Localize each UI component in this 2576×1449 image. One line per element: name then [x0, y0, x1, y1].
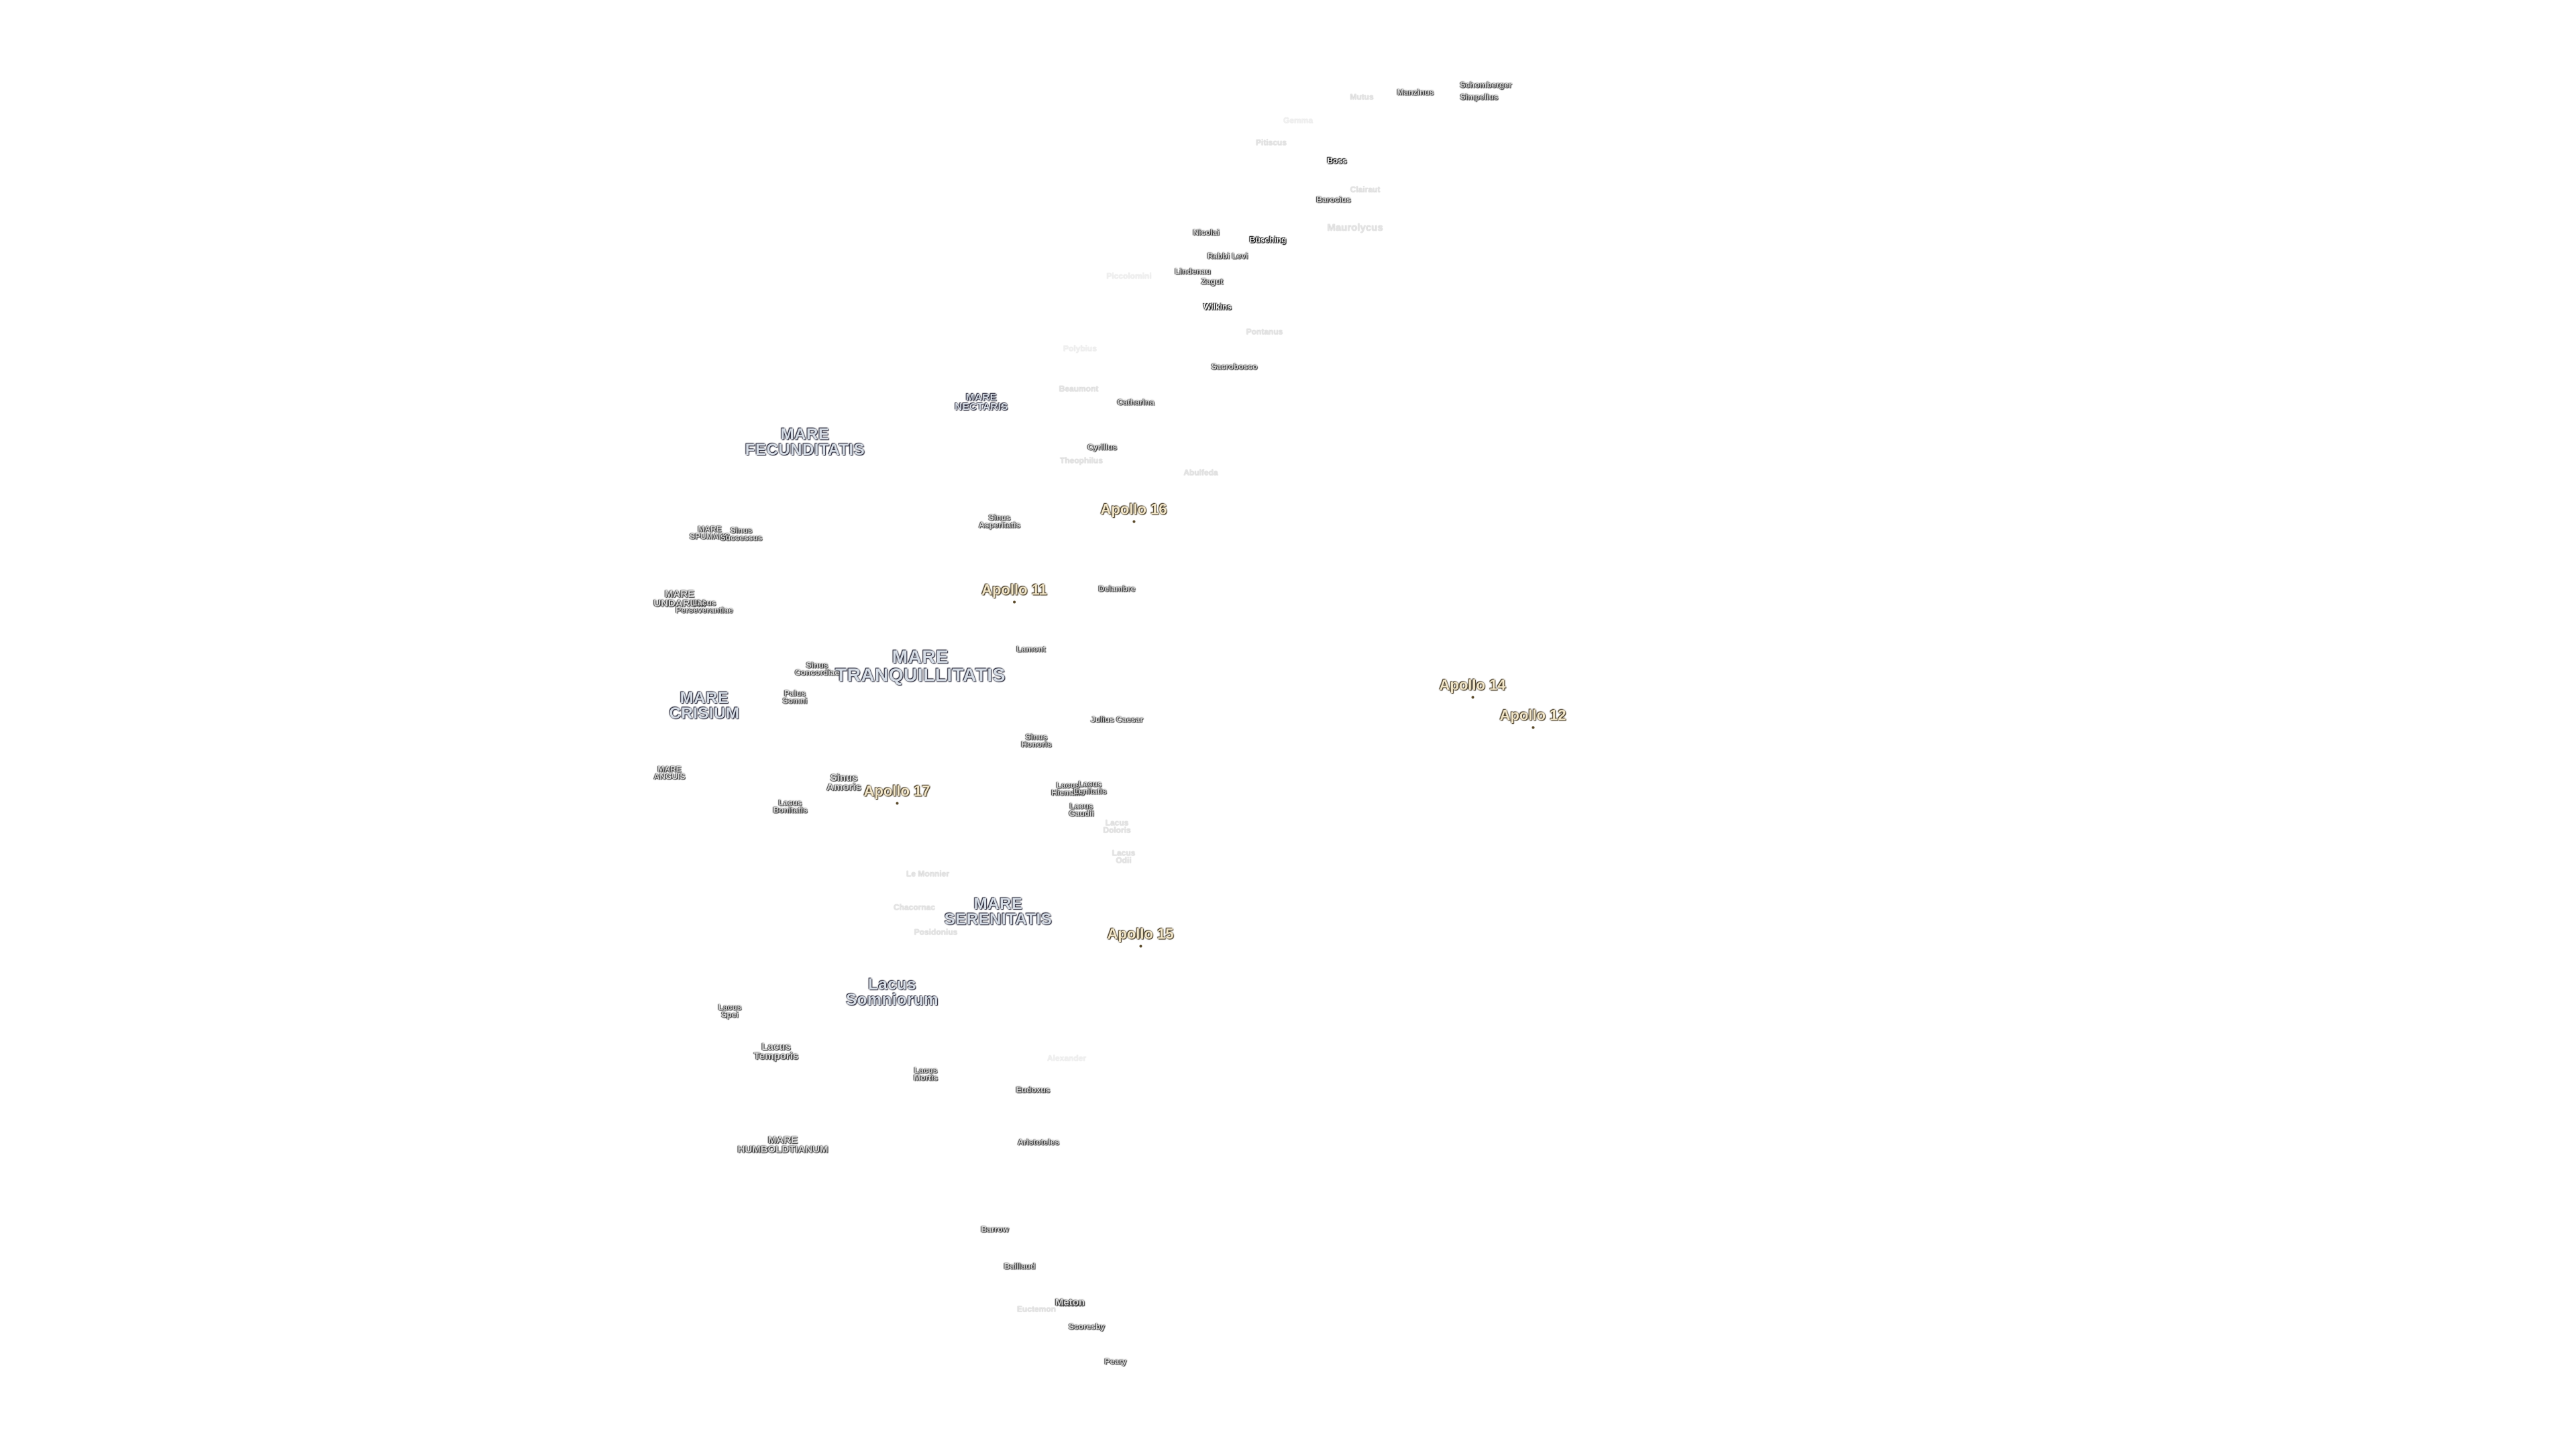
apollo-site-label: Apollo 16 — [1100, 500, 1167, 523]
crater-label: Simpelius — [1460, 92, 1499, 102]
crater-label: Barocius — [1316, 195, 1351, 205]
crater-label: Sinus Concordiae — [794, 660, 840, 678]
crater-label: Eudoxus — [1016, 1085, 1051, 1095]
crater-label: Piccolomini — [1106, 271, 1152, 281]
crater-label: MARE UNDARUM — [653, 588, 706, 609]
crater-label: Büsching — [1249, 235, 1287, 245]
crater-label: Lindenau — [1175, 266, 1211, 276]
mare-label: Lacus Somniorum — [846, 975, 938, 1009]
crater-label: Barrow — [981, 1224, 1009, 1234]
crater-label: Lacus Doloris — [1103, 818, 1131, 835]
crater-label: Polybius — [1063, 343, 1097, 354]
crater-label: Pitiscus — [1255, 138, 1287, 148]
crater-label: Lacus Spei — [718, 1002, 742, 1020]
crater-label: Lacus Hiemalis — [1051, 780, 1085, 798]
crater-label: Catharina — [1117, 397, 1155, 407]
crater-label: Nicolai — [1193, 227, 1220, 237]
crater-label: Lacus Lenitatis — [1073, 779, 1107, 796]
crater-label: MARE HUMBOLDTIANUM — [737, 1134, 828, 1155]
crater-label: Lamont — [1016, 644, 1046, 654]
crater-label: Wilkins — [1203, 302, 1232, 312]
crater-label: Delambre — [1098, 584, 1136, 594]
mare-label: MARE FECUNDITATIS — [745, 425, 865, 459]
crater-label: Lacus Mortis — [914, 1065, 938, 1083]
mare-label: MARE TRANQUILLITATIS — [835, 646, 1006, 685]
crater-label: Manzinus — [1397, 87, 1434, 97]
crater-label: Maurolycus — [1327, 221, 1383, 233]
mare-label: MARE NECTARIS — [955, 391, 1008, 413]
crater-label: Mutus — [1350, 92, 1374, 102]
crater-label: MARE SPUMANS — [689, 524, 731, 541]
apollo-site-label: Apollo 14 — [1439, 676, 1506, 699]
crater-label: Lacus Gaudii — [1069, 801, 1094, 818]
crater-label: Julius Caesar — [1090, 714, 1144, 724]
crater-label: Scoresby — [1068, 1322, 1106, 1332]
apollo-site-label: Apollo 11 — [981, 581, 1047, 604]
crater-label: Sinus Amoris — [826, 771, 861, 793]
crater-label: Meton — [1059, 1298, 1083, 1308]
crater-label: Meton — [1055, 1296, 1085, 1308]
apollo-site-label: Apollo 12 — [1499, 706, 1566, 729]
crater-label: Le Monnier — [906, 869, 950, 879]
crater-label: Rabbi Levi — [1207, 251, 1248, 261]
crater-label: Abulfeda — [1183, 468, 1218, 478]
crater-label: Aristoteles — [1017, 1137, 1060, 1147]
crater-label: Schomberger — [1460, 80, 1512, 90]
apollo-site-label: Apollo 15 — [1107, 925, 1174, 948]
crater-label: Pontanus — [1246, 327, 1283, 337]
crater-label: Posidonius — [914, 927, 958, 937]
crater-label: Zagut — [1201, 276, 1224, 286]
crater-label: Beaumont — [1059, 384, 1099, 394]
crater-label: Theophilus — [1060, 455, 1103, 466]
crater-label: Lacus Perseverantiae — [676, 598, 733, 615]
crater-label: MARE ANGUIS — [653, 764, 686, 782]
crater-label: Peary — [1104, 1356, 1127, 1366]
crater-label: Baillaud — [1004, 1261, 1036, 1271]
crater-label: Sacrobosco — [1211, 362, 1258, 372]
mare-label: MARE CRISIUM — [669, 689, 740, 722]
crater-label: Lacus Odii — [1112, 848, 1136, 865]
mare-label: MARE SERENITATIS — [944, 895, 1053, 928]
crater-label: Boss — [1327, 156, 1347, 166]
apollo-site-label: Apollo 17 — [863, 782, 930, 805]
crater-label: Sinus Honoris — [1021, 732, 1052, 749]
crater-label: Sinus Successus — [720, 525, 763, 543]
crater-label: Clairaut — [1350, 184, 1381, 195]
crater-label: Palus Somni — [782, 688, 808, 706]
crater-label: Lacus Bonitatis — [773, 798, 808, 815]
crater-label: Cyrillus — [1087, 442, 1118, 452]
crater-label: Alexander — [1046, 1053, 1087, 1063]
crater-label: Euctemon — [1016, 1304, 1057, 1314]
crater-label: Gemma — [1283, 115, 1313, 125]
crater-label: Lacus Temporis — [753, 1040, 799, 1062]
crater-label: Chacornac — [893, 902, 936, 912]
crater-label: Sinus Asperitatis — [978, 513, 1021, 530]
